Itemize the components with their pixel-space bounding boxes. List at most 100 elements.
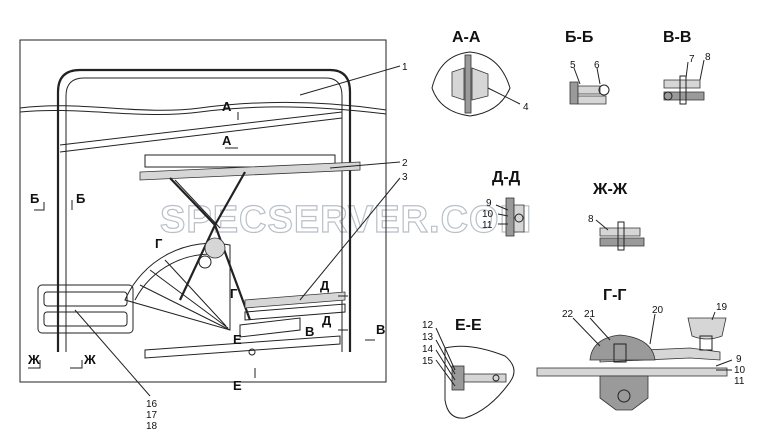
view-marker-a-lower: А <box>222 133 232 148</box>
door-upper-seal-line <box>19 101 387 111</box>
view-marker-b-right: Б <box>76 191 85 206</box>
leader-bb <box>573 67 601 85</box>
section-mark-b <box>34 200 73 211</box>
section-bb-seal-lower <box>577 95 607 105</box>
section-vv-lip <box>663 91 673 101</box>
sector-gear <box>124 242 231 331</box>
interior-handle-slot-upper <box>43 291 128 307</box>
section-gg-knob-stem <box>699 335 713 351</box>
section-title-zhzh: Ж-Ж <box>592 181 628 198</box>
view-marker-b-left: Б <box>30 191 39 206</box>
section-ee-shaft <box>463 373 507 383</box>
bottom-link-rail <box>144 335 341 359</box>
view-marker-g: Г <box>155 236 163 251</box>
sector-gear-teeth <box>134 253 223 301</box>
lower-rail-bracket <box>244 303 346 321</box>
section-gg-shaft <box>617 389 631 403</box>
callout-dd-9: 9 <box>486 198 492 209</box>
sector-gear-spokes <box>139 259 231 331</box>
callout-1: 1 <box>402 62 408 73</box>
section-bb-drawing <box>569 67 610 105</box>
callout-18: 18 <box>146 421 158 432</box>
glass-lifter-lower-rail <box>244 291 346 309</box>
leader-aa-4 <box>487 87 521 105</box>
section-gg-drawing <box>536 311 733 411</box>
section-aa-outline <box>431 51 511 117</box>
glass-run-channel-inner <box>65 77 343 352</box>
section-bb-channel <box>569 81 579 105</box>
callout-vv-8: 8 <box>705 52 711 63</box>
callout-dd-11: 11 <box>482 220 493 231</box>
section-dd-slider <box>513 204 525 233</box>
section-gg-center-screw <box>613 343 627 363</box>
view-marker-zh-right: Ж <box>83 352 96 367</box>
section-title-ee: Е-Е <box>455 317 482 334</box>
section-ee-pin <box>492 374 500 382</box>
section-dd-bracket <box>505 197 515 237</box>
lifter-drive-pinion <box>198 255 212 269</box>
leader-gg <box>572 311 733 371</box>
callout-gg-22: 22 <box>562 309 574 320</box>
callout-gg-20: 20 <box>652 305 664 316</box>
section-mark-a <box>225 112 239 149</box>
lower-slider <box>239 317 301 338</box>
watermark-text: SPECSERVER.COM <box>160 199 532 241</box>
upper-guide-plate <box>144 154 336 168</box>
view-marker-e-lower: Е <box>233 378 242 393</box>
section-aa-glass <box>464 54 472 114</box>
section-title-dd: Д-Д <box>492 169 521 186</box>
leader-1 <box>299 65 401 96</box>
leader-vv <box>685 59 705 81</box>
leader-16 <box>74 309 151 397</box>
callout-ee-12: 12 <box>422 320 434 331</box>
view-marker-d-upper: Д <box>320 278 330 293</box>
callout-ee-14: 14 <box>422 344 434 355</box>
section-title-bb: Б-Б <box>565 29 593 46</box>
section-gg-mechanism-body <box>599 375 649 411</box>
callout-dd-10: 10 <box>482 209 494 220</box>
section-vv-drawing <box>663 59 705 105</box>
section-dd-drawing <box>495 197 525 237</box>
section-vv-channel <box>663 91 705 101</box>
lifter-arm-edge <box>174 179 221 229</box>
section-aa-seal-right <box>471 67 489 101</box>
section-gg-escutcheon <box>589 334 656 361</box>
section-vv-glass <box>679 75 687 105</box>
callout-gg-21: 21 <box>584 309 596 320</box>
interior-handle-slot-lower <box>43 311 128 327</box>
callout-vv-7: 7 <box>689 54 695 65</box>
view-marker-e: Е <box>233 332 242 347</box>
section-gg-knob <box>687 317 727 340</box>
glass-lower-edge-2 <box>59 117 343 153</box>
section-title-gg: Г-Г <box>603 287 626 304</box>
leader-3 <box>299 177 401 301</box>
section-gg-door-panel <box>536 367 728 377</box>
door-upper-seal-line-2 <box>19 106 387 116</box>
section-dd-rivet <box>514 213 524 223</box>
glass-lower-edge <box>59 111 343 146</box>
view-marker-d-lower: Д <box>322 313 332 328</box>
section-bb-seal <box>577 85 601 95</box>
lifter-arm-secondary <box>179 171 246 301</box>
section-title-aa: А-А <box>452 29 481 46</box>
section-zhzh-glass <box>617 221 625 251</box>
section-zhzh-channel <box>599 237 645 247</box>
interior-handle-housing <box>37 284 134 334</box>
section-aa-seal-left <box>451 67 465 101</box>
section-vv-seal <box>663 79 701 89</box>
view-marker-v-right: В <box>376 322 385 337</box>
view-marker-g-lower: Г <box>230 286 238 301</box>
callout-2: 2 <box>402 158 408 169</box>
callout-gg-11: 11 <box>734 376 745 387</box>
callout-ee-13: 13 <box>422 332 434 343</box>
leader-dd <box>495 204 509 225</box>
callout-16: 16 <box>146 399 158 410</box>
door-panel-outline <box>19 39 387 383</box>
view-marker-v-left: В <box>305 324 314 339</box>
leader-2 <box>329 161 401 169</box>
callout-aa-4: 4 <box>523 102 529 113</box>
leader-zhzh-8 <box>595 219 609 231</box>
leader-ee <box>435 327 456 387</box>
section-bb-lip <box>598 84 610 96</box>
